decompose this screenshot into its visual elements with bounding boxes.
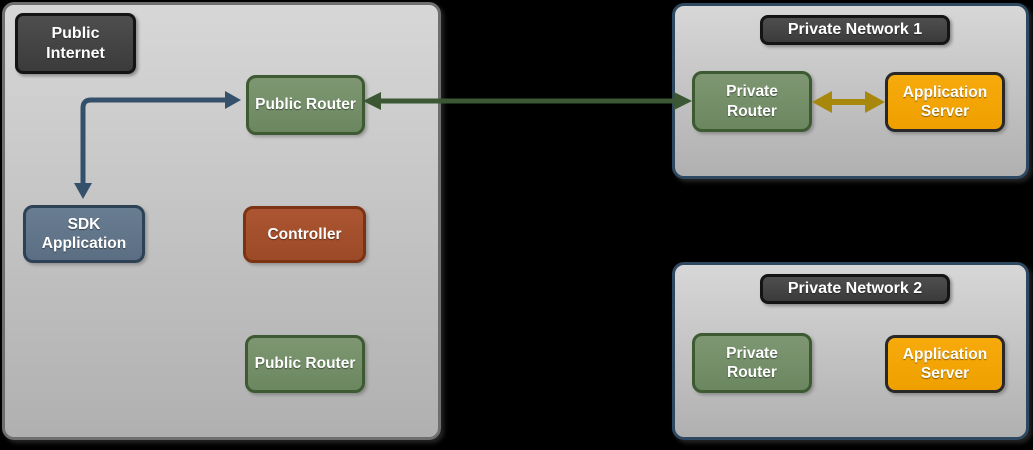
private-network-2-container: Private Network 2 Private Router Applica… [672, 262, 1029, 440]
public-router-top-label: Public Router [255, 96, 356, 114]
node-public-router-top: Public Router [246, 75, 365, 135]
public-internet-label-badge: Public Internet [15, 13, 136, 74]
application-server-1-label: Application Server [902, 83, 988, 120]
node-private-router-2: Private Router [692, 333, 812, 393]
application-server-2-label: Application Server [902, 345, 988, 382]
private-network-1-container: Private Network 1 Private Router Applica… [672, 3, 1029, 179]
node-sdk-application: SDK Application [23, 205, 145, 263]
node-controller: Controller [243, 206, 366, 263]
private-router-1-label: Private Router [726, 83, 778, 120]
private-network-2-label: Private Network 2 [787, 280, 923, 297]
private-network-1-label-badge: Private Network 1 [760, 15, 950, 45]
node-public-router-bottom: Public Router [245, 335, 365, 393]
public-internet-label: Public Internet [46, 24, 105, 62]
node-application-server-2: Application Server [885, 335, 1005, 393]
private-router-2-label: Private Router [726, 344, 778, 381]
public-router-bottom-label: Public Router [254, 355, 356, 373]
node-application-server-1: Application Server [885, 72, 1005, 132]
public-internet-container: Public Internet Public Router SDK Applic… [2, 2, 441, 440]
sdk-application-label: SDK Application [41, 215, 127, 252]
controller-label: Controller [267, 225, 342, 243]
private-network-1-label: Private Network 1 [787, 21, 923, 38]
private-network-2-label-badge: Private Network 2 [760, 274, 950, 304]
node-private-router-1: Private Router [692, 71, 812, 132]
